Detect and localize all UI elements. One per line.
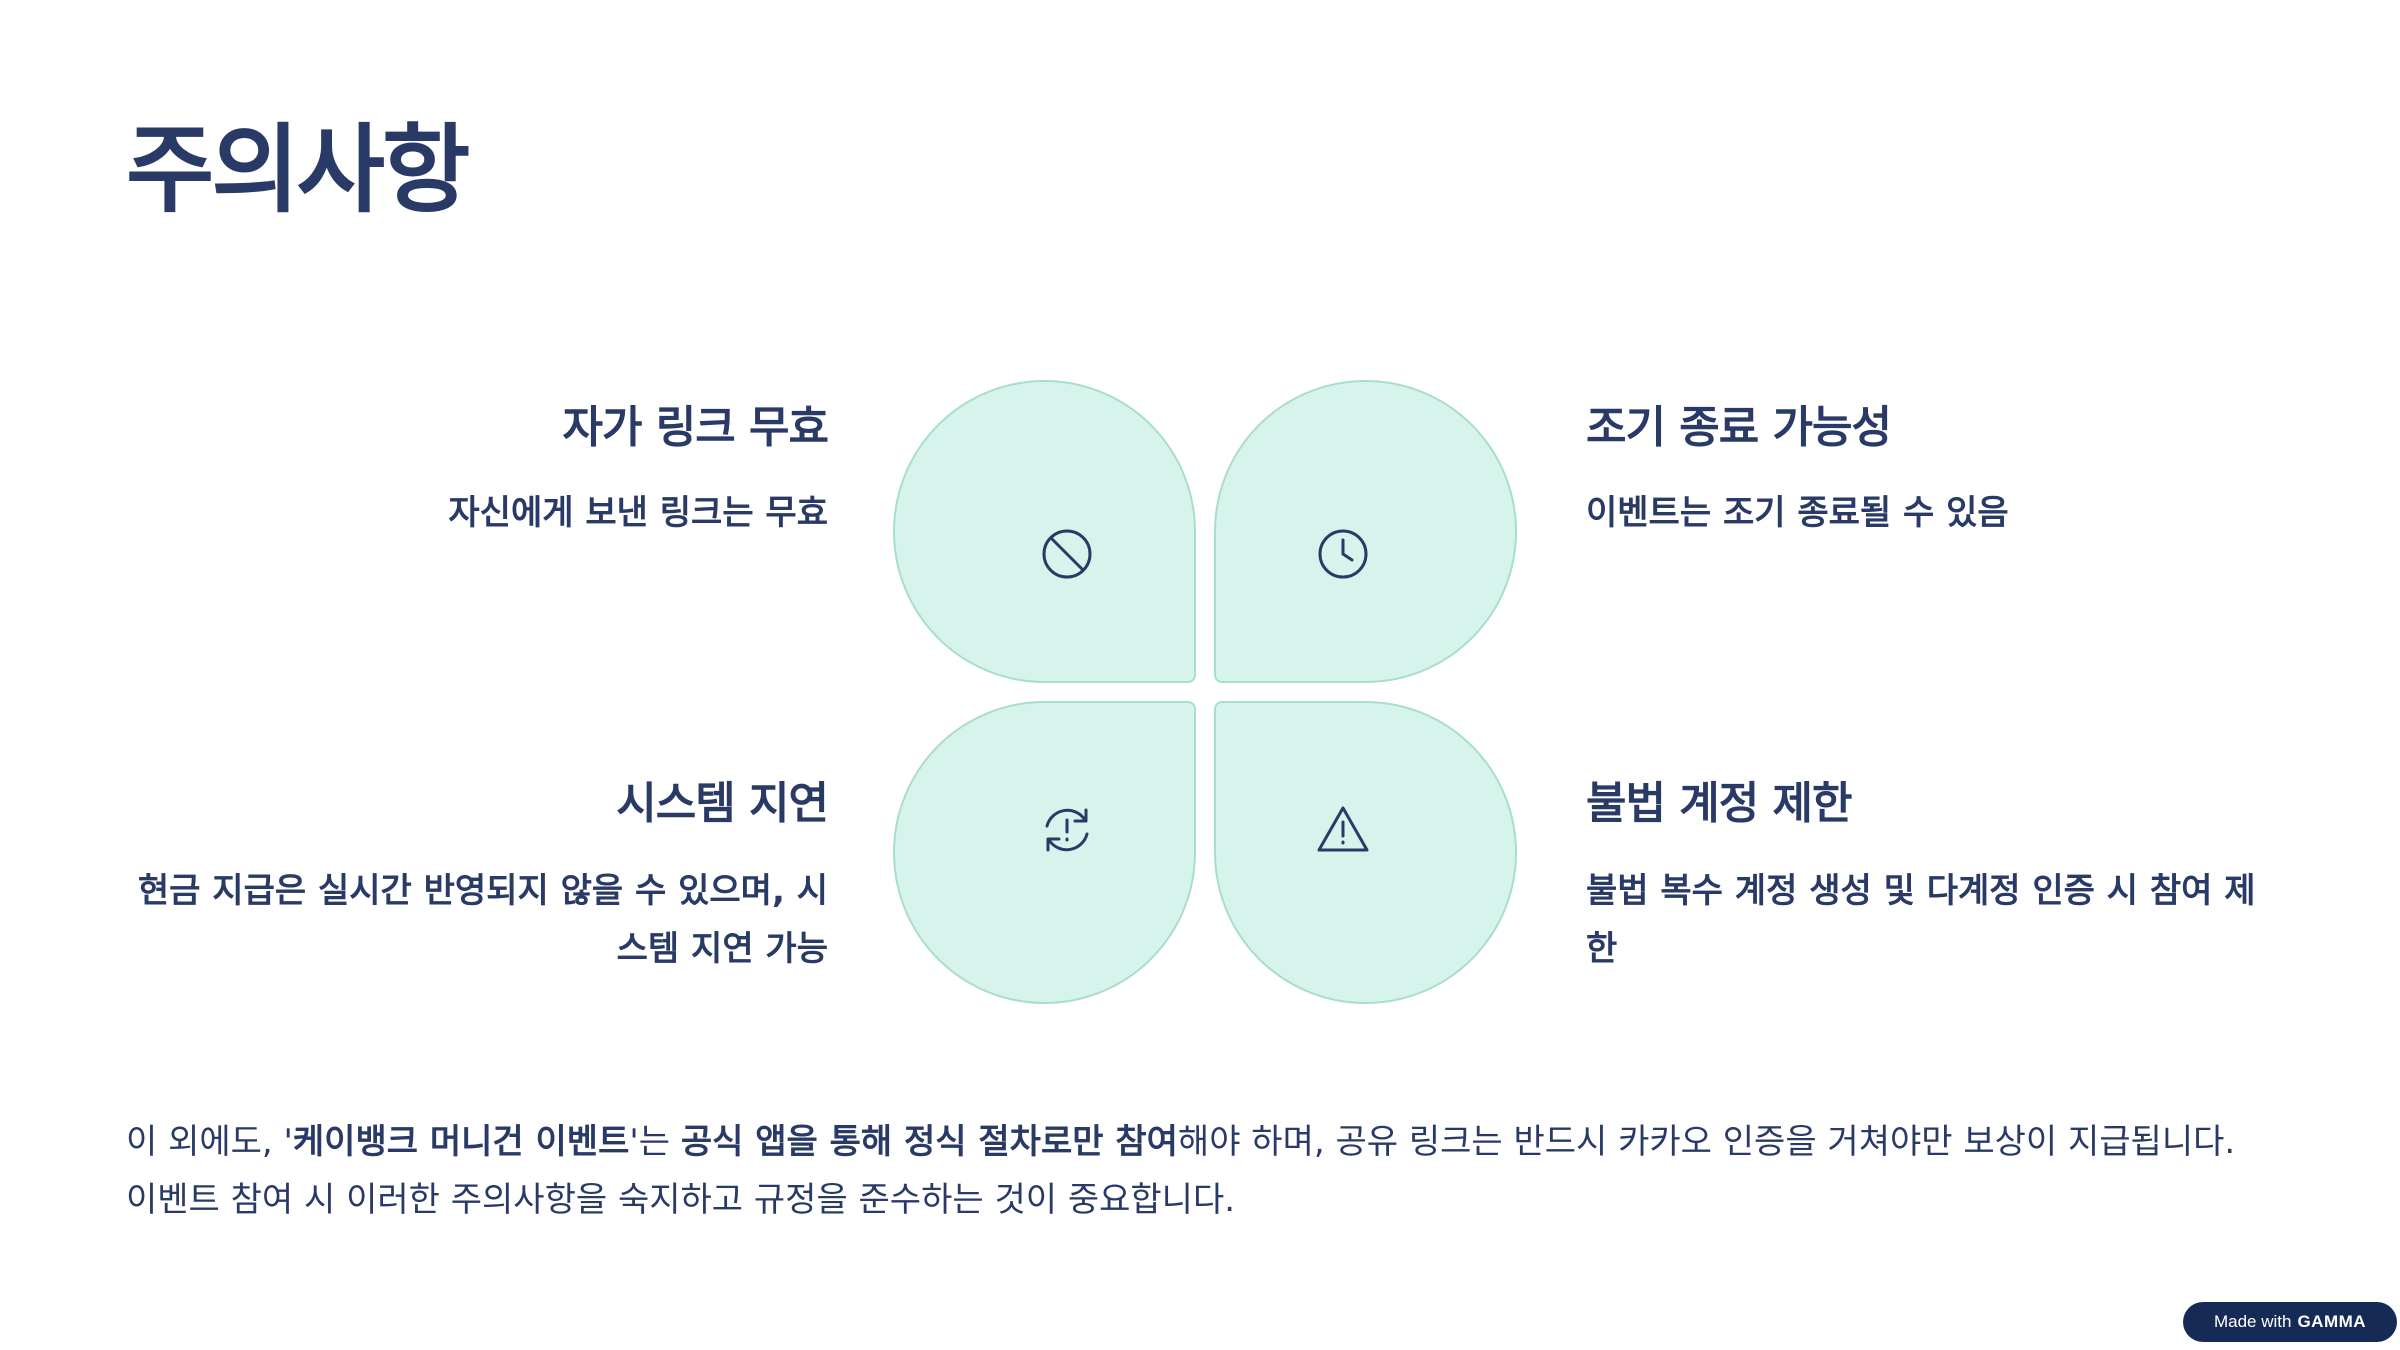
petal-bottom-right xyxy=(1214,701,1517,1004)
summary-bold-event-name: 케이뱅크 머니건 이벤트 xyxy=(292,1122,630,1162)
desc-illegal-account-limit: 불법 복수 계정 생성 및 다계정 인증 시 참여 제한 xyxy=(1586,871,2256,969)
summary-bold-official-app: 공식 앱을 통해 정식 절차로만 참여 xyxy=(680,1122,1178,1162)
refresh-alert-icon xyxy=(1039,802,1095,858)
summary-text-2: '는 xyxy=(629,1122,681,1162)
summary-text-1: 이 외에도, ' xyxy=(126,1122,293,1162)
petal-top-left xyxy=(893,380,1196,683)
desc-system-delay: 현금 지급은 실시간 반영되지 않을 수 있으며, 시스템 지연 가능 xyxy=(137,871,828,969)
summary-paragraph: 이 외에도, '케이뱅크 머니건 이벤트'는 공식 앱을 통해 정식 절차로만 … xyxy=(126,1113,2276,1229)
heading-early-termination: 조기 종료 가능성 xyxy=(1586,402,1892,453)
gamma-logo: GAMMA xyxy=(2297,1312,2367,1331)
heading-system-delay: 시스템 지연 xyxy=(616,778,829,829)
desc-self-link-invalid: 자신에게 보낸 링크는 무효 xyxy=(448,493,828,533)
prohibited-icon xyxy=(1039,526,1095,582)
desc-early-termination: 이벤트는 조기 종료될 수 있음 xyxy=(1586,493,2009,533)
petal-bottom-left xyxy=(893,701,1196,1004)
heading-self-link-invalid: 자가 링크 무효 xyxy=(562,402,829,453)
warning-triangle-icon xyxy=(1315,802,1371,858)
summary-text-3: 해야 하며, 공유 링크는 반드시 카카오 인증을 거쳐야만 보상이 지급됩니다… xyxy=(126,1122,2236,1220)
clock-icon xyxy=(1315,526,1371,582)
made-with-gamma-badge[interactable]: Made with GAMMA xyxy=(2183,1302,2397,1342)
page-title: 주의사항 xyxy=(126,114,470,226)
petal-top-right xyxy=(1214,380,1517,683)
heading-illegal-account-limit: 불법 계정 제한 xyxy=(1586,778,1853,829)
badge-prefix: Made with xyxy=(2213,1312,2292,1331)
